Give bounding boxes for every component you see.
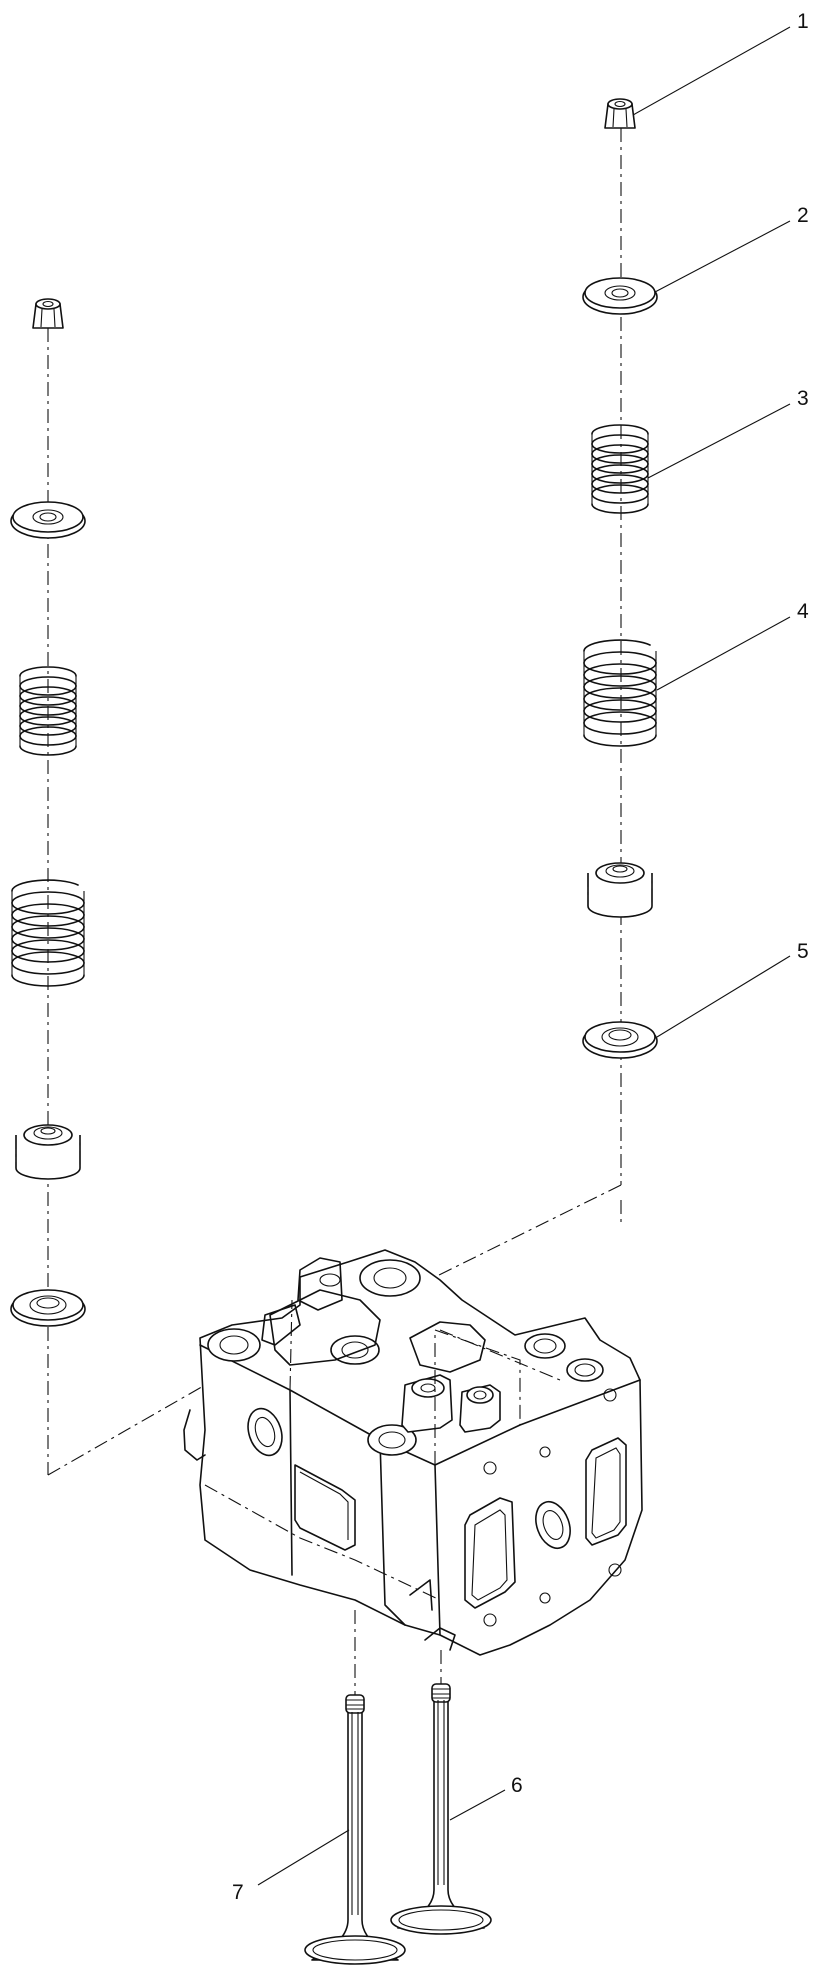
leader-lines <box>257 26 791 1886</box>
spring-retainer-left <box>10 501 86 539</box>
callout-3: 3 <box>797 387 809 410</box>
callout-labels: 1 2 3 4 5 6 7 <box>232 10 809 1904</box>
callout-1: 1 <box>797 10 809 33</box>
inner-spring-right <box>591 424 649 514</box>
cylinder-head <box>183 1249 643 1656</box>
stem-seal-left <box>15 1124 81 1180</box>
right-center-line <box>432 128 622 1279</box>
exhaust-valve <box>390 1683 492 1935</box>
valve-center-lines <box>354 1610 442 1700</box>
callout-5: 5 <box>797 940 809 963</box>
spring-retainer-right <box>582 277 658 315</box>
valve-keeper-right <box>604 98 636 129</box>
callout-7: 7 <box>232 1881 244 1904</box>
callout-4: 4 <box>797 600 809 623</box>
spring-seat-washer-left <box>10 1289 86 1327</box>
valve-keeper-left <box>32 298 64 329</box>
outer-spring-right <box>583 639 657 747</box>
stem-seal-right <box>587 862 653 918</box>
callout-6: 6 <box>511 1774 523 1797</box>
callout-2: 2 <box>797 204 809 227</box>
spring-seat-washer-right <box>582 1021 658 1059</box>
intake-valve <box>304 1694 406 1965</box>
